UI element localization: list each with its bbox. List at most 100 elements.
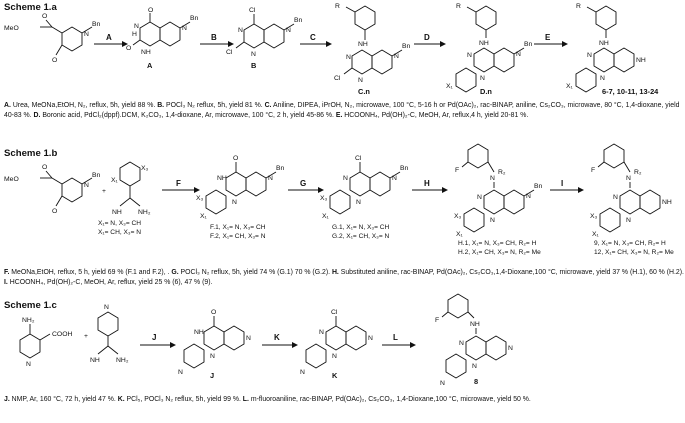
svg-text:N: N — [300, 369, 305, 376]
svg-text:Bn: Bn — [92, 21, 101, 28]
svg-text:Bn: Bn — [276, 165, 285, 172]
svg-text:Bn: Bn — [190, 15, 199, 22]
svg-text:N: N — [332, 353, 337, 360]
svg-text:N: N — [251, 51, 256, 58]
svg-text:G: G — [300, 179, 306, 188]
svg-text:NH: NH — [479, 40, 489, 47]
svg-text:F: F — [176, 179, 181, 188]
svg-text:NH: NH — [662, 199, 672, 206]
svg-text:Cl: Cl — [355, 155, 362, 162]
svg-text:N: N — [104, 304, 109, 311]
svg-text:H: H — [424, 179, 430, 188]
svg-text:N: N — [232, 199, 237, 206]
svg-text:N: N — [600, 75, 605, 82]
svg-text:N: N — [480, 75, 485, 82]
svg-text:N: N — [440, 380, 445, 387]
svg-text:R₂: R₂ — [634, 169, 642, 176]
svg-text:D: D — [424, 33, 430, 42]
i-substituents: 9, X₁= N, X₃= CH, R₂= H 12, X₁= CH, X₃= … — [594, 240, 674, 256]
svg-text:A: A — [147, 61, 153, 70]
compound-c-n: R NH N N N Bn Cl C.n — [334, 3, 411, 96]
scheme-a-starting-material: MeO O O N Bn — [4, 13, 101, 64]
svg-text:+: + — [102, 188, 106, 195]
f-substituents: F.1, X₁= N, X₃= CH F.2, X₁= CH, X₃= N — [210, 224, 266, 240]
arrow-g: G — [288, 179, 324, 193]
svg-text:N: N — [358, 77, 363, 84]
svg-text:NH: NH — [112, 209, 122, 216]
svg-text:NH: NH — [90, 357, 100, 364]
arrow-c: C — [300, 33, 332, 47]
scheme-b-caption: F. MeONa,EtOH, reflux, 5 h, yield 69 % (… — [4, 269, 684, 286]
compound-g: Cl N N N Bn X₃ X₁ — [320, 155, 409, 220]
svg-text:X₁: X₁ — [566, 83, 574, 90]
svg-text:NH: NH — [470, 321, 480, 328]
svg-text:O: O — [211, 309, 216, 316]
svg-text:N: N — [394, 53, 399, 60]
isonicotinimidamide: N NH NH₂ — [90, 304, 129, 364]
svg-text:B: B — [211, 33, 217, 42]
svg-text:O: O — [148, 7, 153, 14]
svg-text:NH: NH — [599, 40, 609, 47]
svg-text:F: F — [455, 167, 459, 174]
svg-text:O: O — [42, 164, 47, 171]
svg-text:O: O — [126, 45, 131, 52]
svg-text:X₁: X₁ — [322, 213, 330, 220]
svg-text:NH₂: NH₂ — [138, 209, 151, 216]
svg-text:D.n: D.n — [480, 87, 492, 96]
svg-text:N: N — [467, 52, 472, 59]
svg-text:+: + — [84, 333, 88, 340]
compound-8: F NH N N N N 8 — [435, 293, 513, 387]
svg-text:R₂: R₂ — [498, 169, 506, 176]
svg-text:H: H — [132, 31, 137, 38]
svg-text:Bn: Bn — [400, 165, 409, 172]
arrow-a: A — [94, 33, 128, 47]
svg-text:I: I — [561, 179, 563, 188]
svg-text:N: N — [134, 23, 139, 30]
aminonicotinic-acid: NH₂ COOH N + — [19, 317, 88, 368]
svg-text:Cl: Cl — [334, 75, 341, 82]
svg-text:N: N — [356, 199, 361, 206]
svg-text:N: N — [526, 193, 531, 200]
scheme-c-title: Scheme 1.c — [4, 300, 57, 311]
svg-text:F: F — [435, 317, 439, 324]
svg-text:N: N — [477, 194, 482, 201]
svg-text:R: R — [335, 3, 340, 10]
compound-k: Cl N N N N K — [300, 309, 373, 380]
svg-text:Cl: Cl — [249, 7, 256, 14]
svg-text:X₁: X₁ — [592, 231, 600, 238]
compound-b: Cl Cl N N N Bn B — [226, 7, 303, 70]
sm-substituents: X₁= N, X₃= CH X₁= CH, X₃= N — [98, 220, 142, 236]
svg-text:R: R — [576, 3, 581, 10]
svg-text:F: F — [591, 167, 595, 174]
svg-text:X₁: X₁ — [200, 213, 208, 220]
svg-text:A: A — [106, 33, 112, 42]
svg-text:N: N — [392, 175, 397, 182]
svg-text:N: N — [508, 345, 513, 352]
svg-text:Cl: Cl — [331, 309, 338, 316]
compound-f: O NH N N Bn X₃ X₁ — [196, 155, 285, 220]
svg-text:K: K — [332, 371, 338, 380]
svg-text:N: N — [626, 217, 631, 224]
scheme-a-title: Scheme 1.a — [4, 2, 57, 13]
svg-text:Bn: Bn — [92, 172, 101, 179]
svg-text:O: O — [42, 13, 47, 20]
arrow-h: H — [412, 179, 448, 193]
h-substituents: H.1, X₁= N, X₃= CH, R₂= H H.2, X₁= CH, X… — [458, 240, 541, 256]
svg-text:X₃: X₃ — [454, 213, 462, 220]
svg-text:COOH: COOH — [52, 331, 72, 338]
svg-text:L: L — [393, 333, 398, 342]
svg-text:K: K — [274, 333, 280, 342]
svg-text:MeO: MeO — [4, 176, 19, 183]
arrow-f: F — [162, 179, 200, 193]
g-substituents: G.1, X₁= N, X₃= CH G.2, X₁= CH, X₃= N — [332, 224, 390, 240]
svg-text:Bn: Bn — [534, 183, 543, 190]
svg-text:N: N — [459, 340, 464, 347]
svg-text:B: B — [251, 61, 256, 70]
arrow-b: B — [200, 33, 234, 47]
compound-i: F N R₂ N N NH X₃ X₁ — [590, 143, 672, 238]
svg-text:X₁: X₁ — [456, 231, 464, 238]
arrow-l: L — [382, 333, 416, 348]
svg-text:N: N — [238, 27, 243, 34]
svg-text:N: N — [26, 361, 31, 368]
